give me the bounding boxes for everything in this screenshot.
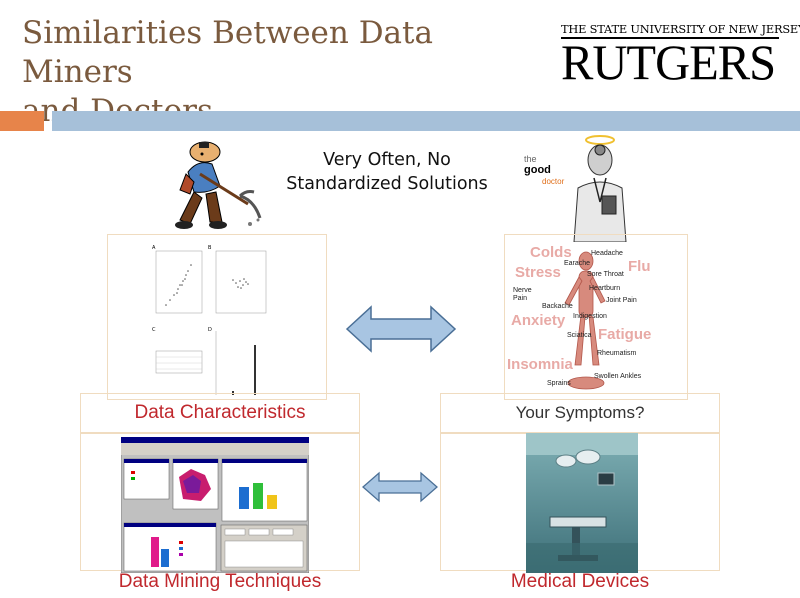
- symptom-sciatica: Sciatica: [567, 332, 592, 339]
- symptom-sore-throat: Sore Throat: [587, 271, 624, 278]
- good-doctor-good: good: [524, 164, 551, 176]
- good-doctor-logo: the good doctor: [524, 154, 564, 187]
- your-symptoms-caption-box: [440, 393, 720, 433]
- center-line-1: Very Often, No: [323, 150, 451, 170]
- symptom-insomnia: Insomnia: [507, 356, 573, 373]
- medical-devices-caption: Medical Devices: [510, 571, 650, 592]
- logo-name-text: RUTGERS: [561, 34, 776, 90]
- symptom-rheumatism: Rheumatism: [597, 350, 637, 357]
- data-characteristics-caption-box: [80, 393, 360, 433]
- symptom-stress: Stress: [515, 264, 561, 281]
- center-line-2: Standardized Solutions: [286, 174, 488, 194]
- data-mining-techniques-caption: Data Mining Techniques: [118, 571, 322, 592]
- symptom-earache: Earache: [564, 260, 591, 267]
- symptom-fatigue: Fatigue: [598, 326, 652, 343]
- good-doctor-doctor: doctor: [542, 177, 565, 186]
- symptom-flu: Flu: [628, 258, 651, 275]
- scatter-plots-thumbnail: A B C D: [152, 245, 267, 395]
- data-characteristics-caption: Data Characteristics: [134, 402, 306, 423]
- title-line-1: Similarities Between Data Miners: [22, 15, 433, 90]
- good-doctor-the: the: [524, 154, 537, 164]
- symptom-joint-pain: Joint Pain: [606, 297, 637, 304]
- double-arrow-bottom-icon: [362, 471, 438, 503]
- symptom-indigestion: Indigestion: [573, 313, 607, 320]
- svg-text:A: A: [152, 245, 156, 251]
- your-symptoms-caption: Your Symptoms?: [515, 403, 645, 422]
- operating-room-photo: [526, 433, 638, 573]
- symptom-heartburn: Heartburn: [589, 285, 621, 292]
- double-arrow-top-icon: [345, 305, 457, 353]
- center-message: Very Often, No Standardized Solutions: [262, 148, 512, 196]
- accent-bar-blue: [52, 111, 800, 131]
- symptom-backache: Backache: [542, 303, 573, 310]
- symptom-sprains: Sprains: [547, 380, 571, 387]
- miner-illustration: [175, 141, 262, 229]
- data-mining-software-screenshot: [121, 437, 309, 573]
- symptom-colds: Colds: [530, 244, 572, 261]
- symptom-swollen-ankles: Swollen Ankles: [594, 373, 642, 380]
- accent-bar-orange: [0, 111, 44, 131]
- svg-text:B: B: [208, 245, 212, 251]
- symptom-nerve-pain: Nerve Pain: [513, 287, 532, 302]
- doctor-illustration: [573, 135, 627, 242]
- data-characteristics-panel: A B C D: [107, 234, 327, 400]
- svg-text:D: D: [208, 327, 212, 333]
- symptom-headache: Headache: [591, 250, 623, 257]
- wooden-mannequin-illustration: [564, 251, 606, 390]
- symptoms-panel: [504, 234, 688, 400]
- rutgers-logo: THE STATE UNIVERSITY OF NEW JERSEY RUTGE…: [561, 22, 800, 90]
- logo-university-text: THE STATE UNIVERSITY OF NEW JERSEY: [561, 22, 800, 39]
- svg-text:C: C: [152, 327, 156, 333]
- symptom-anxiety: Anxiety: [511, 312, 566, 329]
